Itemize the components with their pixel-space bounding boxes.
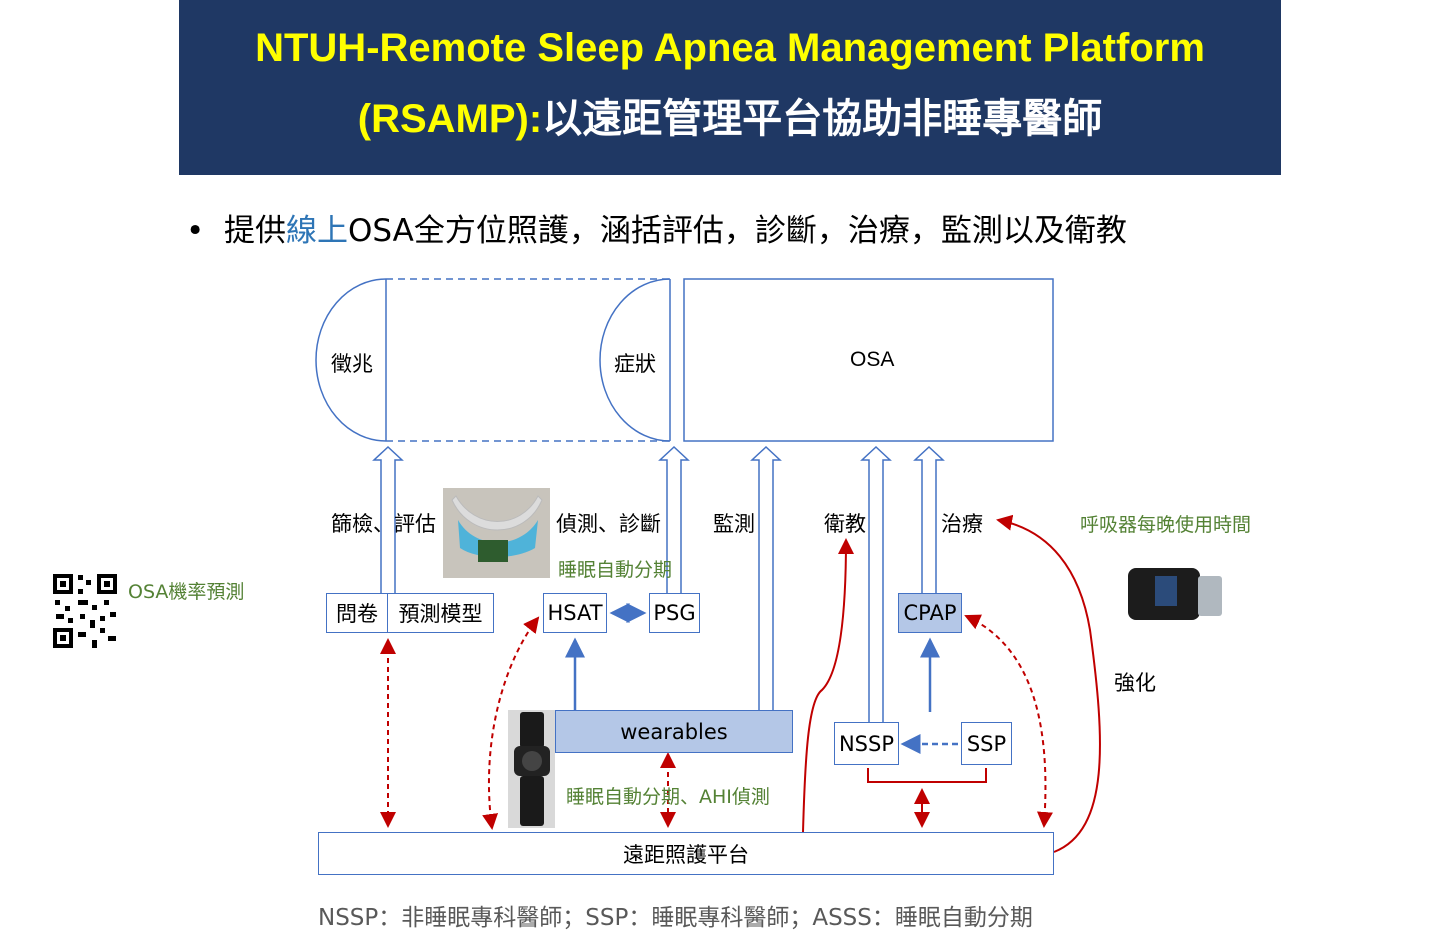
title-line-2: (RSAMP):以遠距管理平台協助非睡專醫師 xyxy=(179,86,1281,144)
footer-note: NSSP：非睡眠專科醫師；SSP：睡眠專科醫師；ASSS：睡眠自動分期 xyxy=(318,905,1033,931)
sign-stage-shape xyxy=(315,278,387,442)
arrow-screen xyxy=(372,445,404,608)
arrow-treat-label: 治療 xyxy=(941,512,983,536)
arrow-monitor xyxy=(750,445,782,710)
platform-hsat-curve xyxy=(482,616,540,830)
platform-treat-curve xyxy=(996,514,1101,853)
osa-label: OSA xyxy=(850,348,895,371)
qr-code-icon xyxy=(52,573,118,649)
arrow-treat xyxy=(913,445,945,596)
reinforce-label: 強化 xyxy=(1114,671,1156,695)
remote-platform-box: 遠距照護平台 xyxy=(318,832,1054,875)
arrow-edu-label: 衛教 xyxy=(824,512,866,536)
wearable-function-label: 睡眠自動分期、AHI偵測 xyxy=(566,786,770,808)
ssp-box: SSP xyxy=(961,722,1012,765)
osa-prob-label: OSA機率預測 xyxy=(128,581,245,603)
symptom-stage-shape xyxy=(599,278,671,442)
cpap-box: CPAP xyxy=(898,593,962,633)
hsat-box: HSAT xyxy=(543,593,607,633)
bullet-text-post: OSA全方位照護，涵括評估，診斷，治療，監測以及衛教 xyxy=(348,213,1127,249)
arrow-detect-label: 偵測、診斷 xyxy=(556,512,661,536)
wrist-watch-image xyxy=(508,710,555,828)
cpap-usage-label: 呼吸器每晚使用時間 xyxy=(1080,514,1252,536)
title-line-1: NTUH-Remote Sleep Apnea Management Platf… xyxy=(255,26,1205,70)
bullet-text-pre: 提供 xyxy=(224,213,287,249)
bracket-nssp-ssp xyxy=(867,768,987,783)
platform-cpap-curve xyxy=(964,614,1053,828)
title-banner: NTUH-Remote Sleep Apnea Management Platf… xyxy=(179,0,1281,175)
questionnaire-box: 問卷 xyxy=(326,593,388,633)
stage-sign-label: 徵兆 xyxy=(331,352,373,376)
bullet-point: • 提供線上OSA全方位照護，涵括評估，診斷，治療，監測以及衛教 xyxy=(186,205,1127,250)
title-line-2-zh: 以遠距管理平台協助非睡專醫師 xyxy=(542,97,1103,141)
title-line-2-en: (RSAMP): xyxy=(357,97,543,141)
osa-box xyxy=(683,278,1054,442)
sleep-staging-label: 睡眠自動分期 xyxy=(558,559,673,581)
arrow-edu xyxy=(860,445,892,722)
arrow-monitor-label: 監測 xyxy=(713,512,755,536)
platform-edu-curve xyxy=(802,538,854,833)
nssp-box: NSSP xyxy=(834,722,899,765)
cpap-machine-image xyxy=(1128,568,1222,620)
bullet-marker: • xyxy=(186,213,205,249)
headband-device-image xyxy=(443,488,550,578)
prediction-model-box: 預測模型 xyxy=(387,593,494,633)
bullet-text-highlight: 線上 xyxy=(286,213,349,249)
psg-box: PSG xyxy=(649,593,700,633)
arrow-detect xyxy=(658,445,690,596)
wearables-box: wearables xyxy=(555,710,793,753)
stage-symptom-label: 症狀 xyxy=(614,352,656,376)
arrow-screen-label: 篩檢、評估 xyxy=(331,512,436,536)
